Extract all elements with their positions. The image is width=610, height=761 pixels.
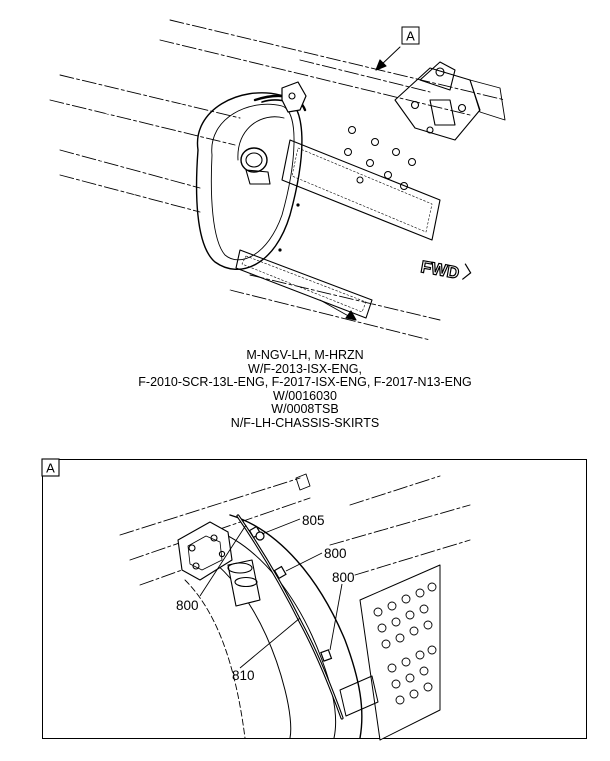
- callout-800: 800: [332, 570, 355, 585]
- callout-800: 800: [324, 546, 347, 561]
- callout-810: 810: [232, 668, 255, 683]
- applicability-notes: M-NGV-LH, M-HRZN W/F-2013-ISX-ENG, F-201…: [0, 348, 610, 431]
- fuel-tank-iso-illustration: A FWD: [49, 19, 506, 341]
- applicability-line: W/F-2013-ISX-ENG,: [248, 361, 362, 376]
- detail-view-title: A: [46, 461, 55, 476]
- callout-800: 800: [176, 598, 199, 613]
- applicability-line: W/0016030: [273, 388, 337, 403]
- applicability-line: N/F-LH-CHASSIS-SKIRTS: [230, 415, 380, 430]
- callout-805: 805: [302, 513, 325, 528]
- detail-view-a-frame: [42, 459, 587, 739]
- applicability-line: F-2010-SCR-13L-ENG, F-2017-ISX-ENG, F-20…: [138, 375, 472, 390]
- applicability-line: W/0008TSB: [271, 402, 339, 417]
- applicability-line: M-NGV-LH, M-HRZN: [246, 348, 364, 362]
- view-a-callout-label: A: [406, 29, 415, 44]
